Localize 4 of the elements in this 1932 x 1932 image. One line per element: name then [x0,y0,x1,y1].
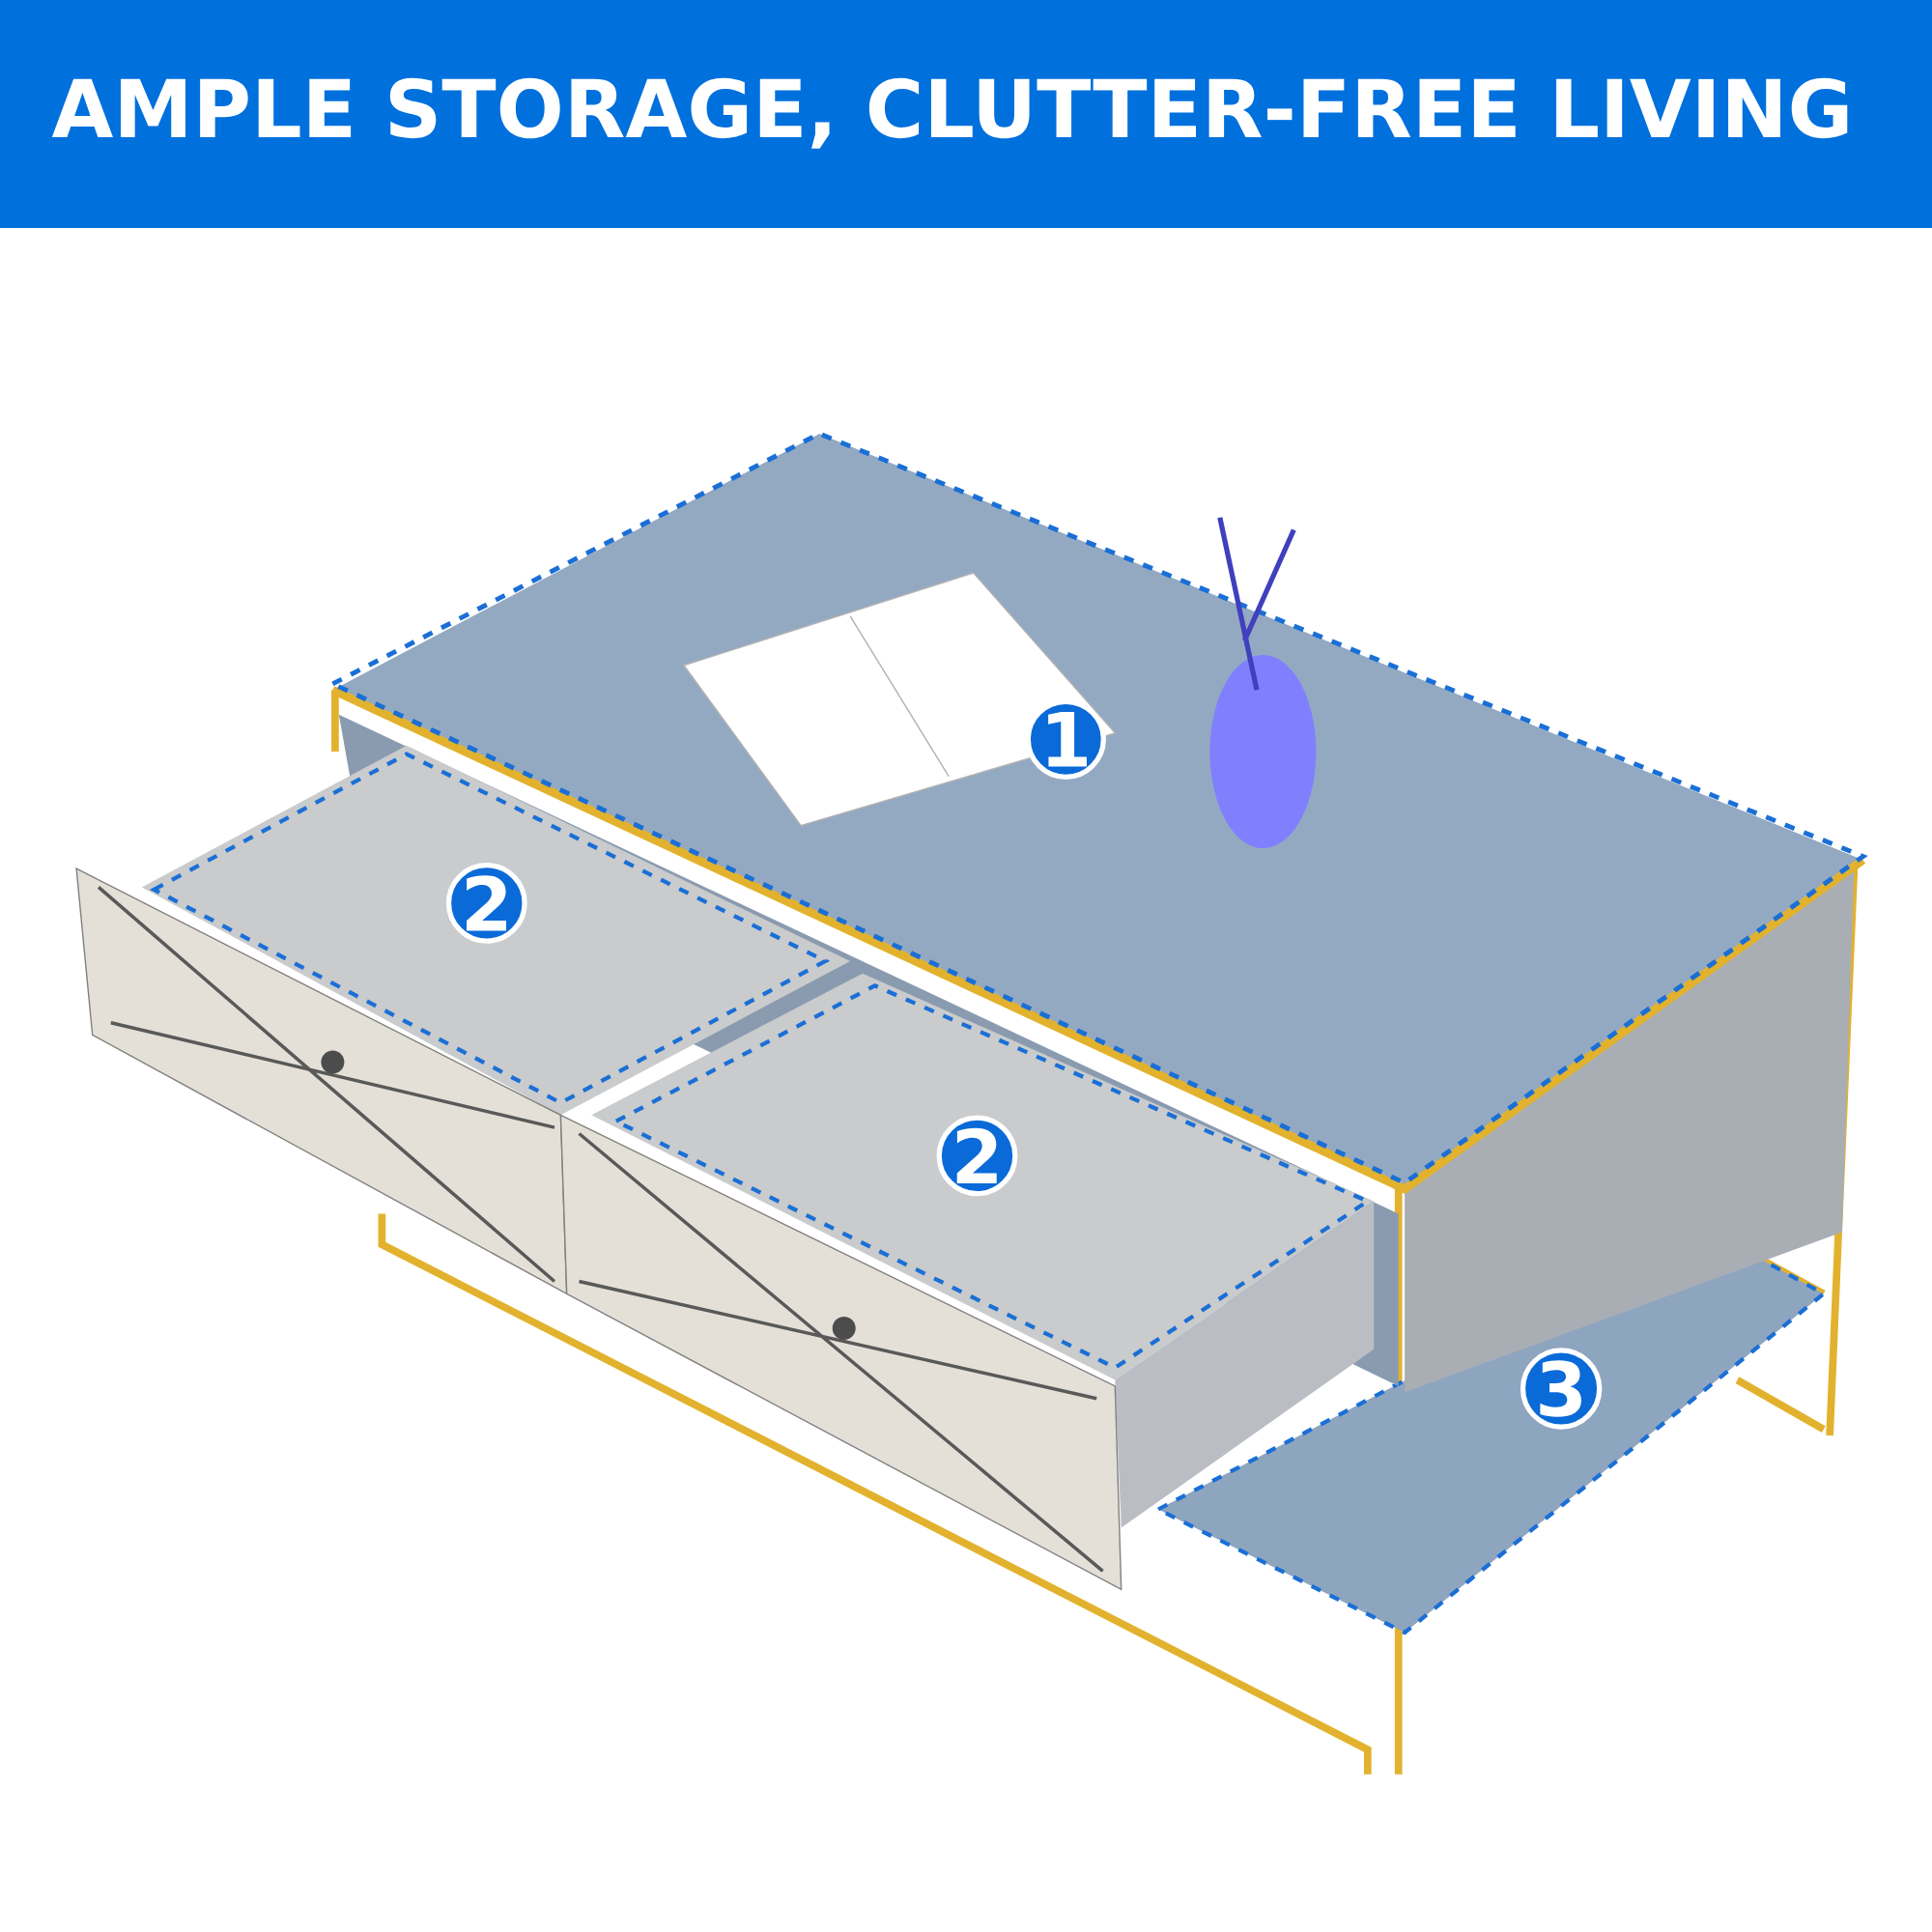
callout-number: 3 [1520,1348,1603,1430]
callout-number: 2 [445,862,527,944]
callout-number: 1 [1025,698,1106,780]
title-banner: AMPLE STORAGE, CLUTTER-FREE LIVING [0,0,1932,228]
